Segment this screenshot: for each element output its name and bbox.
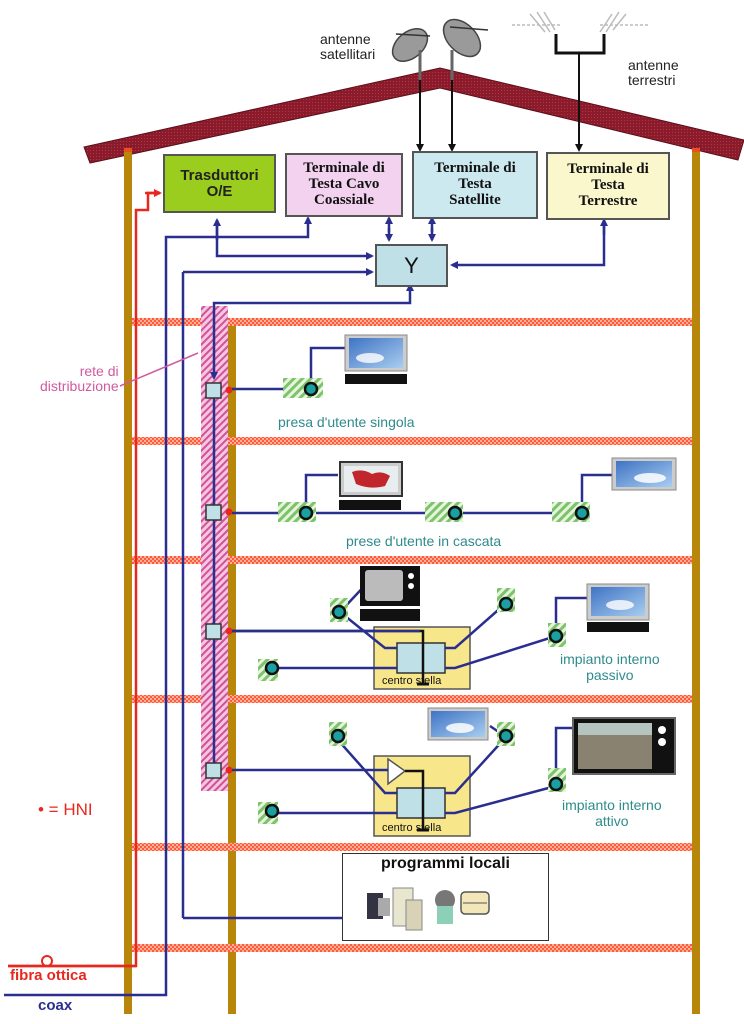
- box-line: O/E: [206, 182, 233, 200]
- decoder-icon: [360, 609, 420, 621]
- label-line: satellitari: [320, 45, 376, 62]
- hni-legend: • = HNI: [38, 800, 93, 819]
- satellite-headend-box[interactable]: Terminale di Testa Satellite: [412, 151, 538, 219]
- flat-tv-icon: [344, 334, 408, 384]
- pillar-right: [692, 152, 700, 1014]
- box-line: Trasduttori: [180, 166, 259, 184]
- label-line: passivo: [586, 667, 634, 684]
- label-line: antenne: [320, 31, 371, 47]
- flat-tv-icon: [611, 457, 677, 491]
- flat-tv-icon: [586, 583, 650, 632]
- riser-pointer-arrow: [119, 352, 199, 387]
- fiber-legend-label: fibra ottica: [10, 967, 87, 984]
- flat-tv-icon: [427, 707, 489, 741]
- crt-tv-icon: [339, 461, 403, 510]
- hni-dot: [225, 386, 233, 394]
- user-outlet: [574, 505, 590, 521]
- combiner-y-box[interactable]: Y: [375, 244, 448, 287]
- label-line: rete di: [79, 363, 119, 379]
- label-line: attivo: [595, 813, 629, 830]
- floor-slab: [132, 556, 692, 564]
- hni-dot: [225, 627, 233, 635]
- local-programs-icons: [367, 887, 490, 931]
- floor-slabs: [132, 318, 692, 952]
- hni-dot: [225, 508, 233, 516]
- box-line: Testa: [458, 176, 492, 193]
- splitter: [396, 642, 446, 674]
- user-outlet: [447, 505, 463, 521]
- coax-legend-label: coax: [38, 997, 73, 1014]
- satellite-dish-icon: [391, 27, 431, 80]
- satellite-antennas-label: antenne satellitari: [320, 32, 375, 61]
- star-center-label: centro stella: [382, 822, 442, 834]
- decoder-icon: [345, 374, 407, 384]
- floor-slab: [132, 944, 692, 952]
- label-line: impianto interno: [560, 651, 660, 667]
- distribution-network-label: rete di distribuzione: [40, 364, 119, 393]
- box-line: Terminale di: [303, 160, 385, 177]
- box-line: Testa Cavo: [308, 176, 380, 193]
- local-programs-label: programmi locali: [381, 855, 510, 872]
- coax-input-cable: [4, 216, 312, 997]
- floor-taps: [205, 382, 233, 779]
- box-line: Coassiale: [314, 191, 374, 208]
- user-outlet: [303, 381, 319, 397]
- floor-slab: [132, 437, 692, 445]
- satellite-dish-icon: [442, 18, 489, 80]
- tap-box: [205, 382, 222, 399]
- terrestrial-antenna-icon: [512, 11, 648, 33]
- floor-slab: [132, 843, 692, 851]
- label-line: terrestri: [628, 71, 676, 88]
- fiber-connector-icon: [41, 955, 53, 967]
- coax-headend-box[interactable]: Terminale di Testa Cavo Coassiale: [285, 153, 403, 217]
- star-center-label: centro stella: [382, 675, 442, 687]
- floor-slab: [132, 695, 692, 703]
- camera-operator-icon: [435, 890, 455, 910]
- terrestrial-antennas-label: antenne terrestri: [628, 58, 679, 87]
- label-line: antenne: [628, 57, 679, 73]
- active-internal-label: impianto interno attivo: [562, 797, 662, 829]
- box-line: Testa: [591, 177, 625, 194]
- single-outlet-label: presa d'utente singola: [278, 414, 415, 430]
- fiber-cable: [8, 191, 160, 968]
- pillar-inner: [228, 320, 236, 1014]
- amplifier-icon: [387, 757, 407, 786]
- hni-dot: [225, 766, 233, 774]
- antenna-mount: [554, 34, 606, 55]
- label-line: impianto interno: [562, 797, 662, 813]
- passive-internal-label: impianto interno passivo: [560, 651, 660, 683]
- splitter: [396, 787, 446, 819]
- retro-tv-icon: [360, 566, 420, 621]
- decoder-icon: [587, 622, 649, 632]
- box-line: Terminale di: [434, 160, 516, 177]
- roof: [83, 67, 744, 164]
- label-line: distribuzione: [40, 377, 119, 394]
- cascade-outlets-label: prese d'utente in cascata: [346, 533, 502, 549]
- box-line: Y: [404, 252, 419, 278]
- tap-box: [205, 623, 222, 640]
- transducer-oe-box[interactable]: Trasduttori O/E: [163, 154, 276, 213]
- terrestrial-headend-box[interactable]: Terminale di Testa Terrestre: [546, 152, 670, 220]
- pillar-left: [124, 152, 132, 1014]
- local-programs-box[interactable]: programmi locali: [342, 853, 549, 941]
- tap-box: [205, 504, 222, 521]
- decoder-icon: [339, 500, 401, 510]
- box-line: Terrestre: [578, 192, 638, 209]
- box-line: Terminale di: [567, 161, 649, 178]
- retro-tv-icon: [572, 717, 676, 775]
- floor-slab: [132, 318, 692, 326]
- user-outlet: [298, 505, 314, 521]
- box-line: Satellite: [449, 191, 501, 208]
- tap-box: [205, 762, 222, 779]
